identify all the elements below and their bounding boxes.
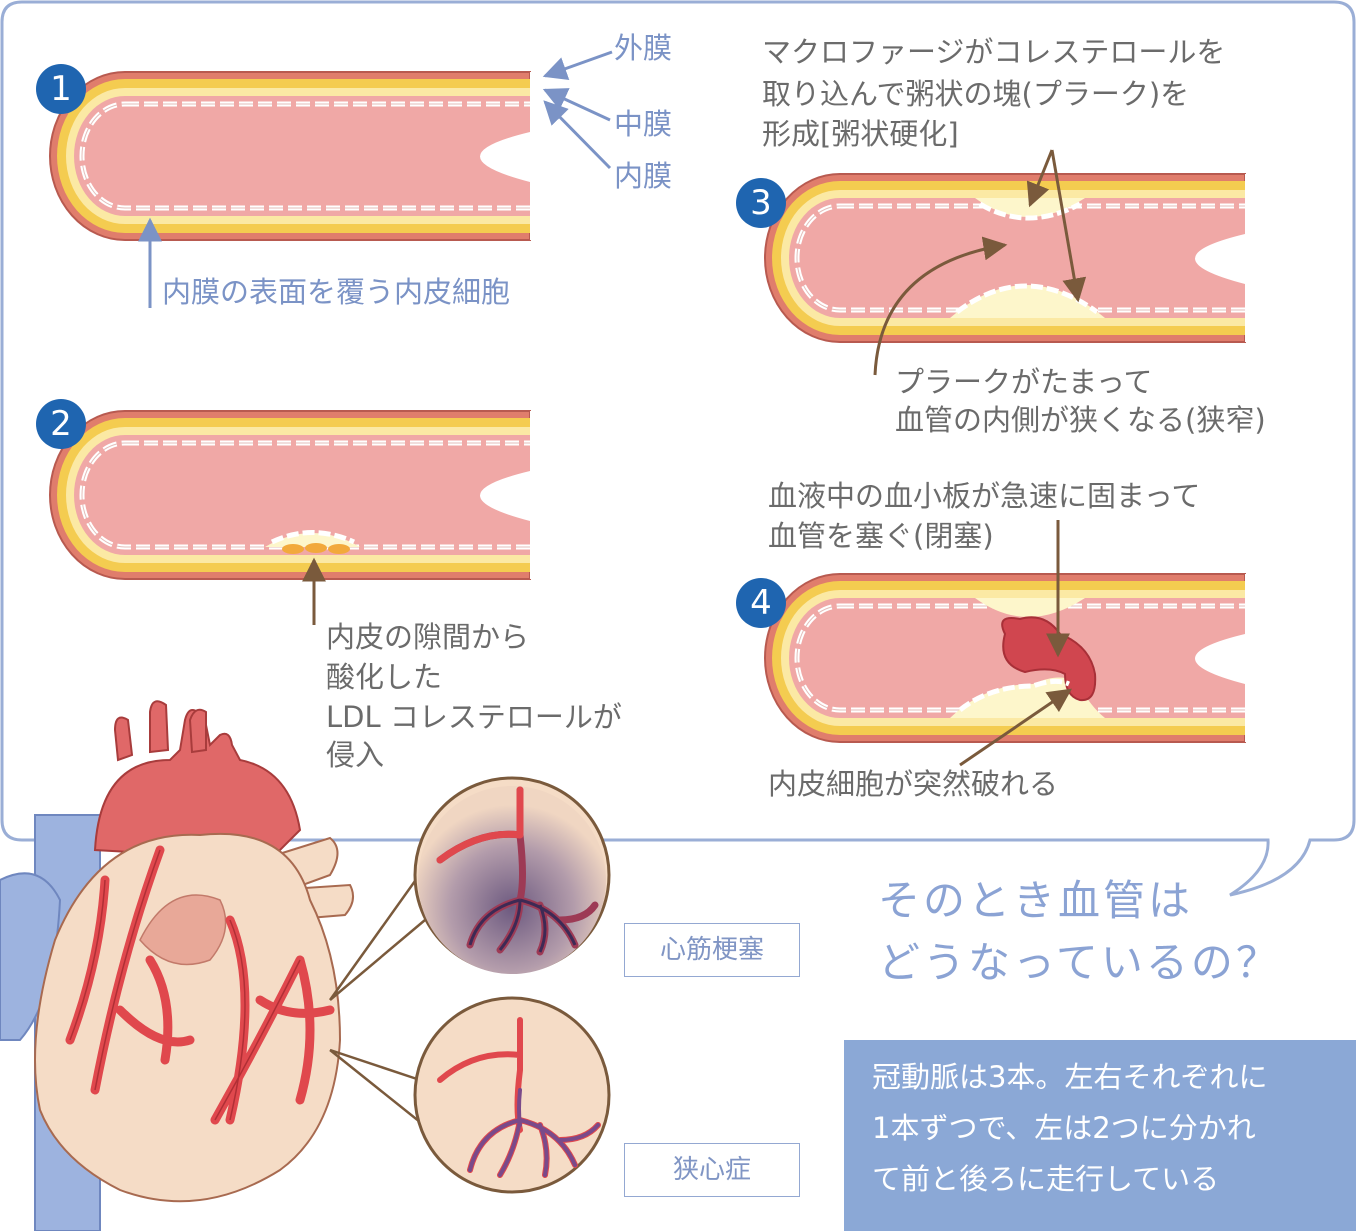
question-line-2: どうなっているの？ <box>878 938 1281 987</box>
zoom-circle-infarction <box>413 776 611 974</box>
step-2-caption-line-1: 内皮の隙間から <box>326 620 530 654</box>
step-2-caption-line-2: 酸化した <box>326 660 443 694</box>
heart-illustration <box>0 700 355 1231</box>
angina-label-box: 狭心症 <box>624 1143 800 1197</box>
step-3-badge: 3 <box>736 178 786 228</box>
info-line-3: て前と後ろに走行している <box>872 1162 1220 1196</box>
step-1-caption: 内膜の表面を覆う内皮細胞 <box>162 275 511 309</box>
step-1-badge: 1 <box>36 64 86 114</box>
inner-layer-label: 内膜 <box>614 159 673 193</box>
step-2-caption-line-4: 侵入 <box>326 738 385 772</box>
step-2-caption-line-3: LDL コレステロールが <box>326 700 622 734</box>
info-line-2: 1本ずつで、左は2つに分かれ <box>872 1111 1256 1145</box>
step-3-top-line-1: マクロファージがコレステロールを <box>762 35 1226 69</box>
coronary-info-box: 冠動脈は3本。左右それぞれに 1本ずつで、左は2つに分かれ て前と後ろに走行して… <box>844 1040 1356 1231</box>
step-2-badge: 2 <box>36 399 86 449</box>
vessel-step-4 <box>765 574 1285 742</box>
step-4-badge: 4 <box>736 578 786 628</box>
question-line-1: そのとき血管は <box>878 876 1194 925</box>
heart-body <box>34 832 342 1203</box>
vessel-step-3 <box>765 174 1285 342</box>
thrombus <box>1001 616 1097 702</box>
step-3-top-line-3: 形成[粥状硬化] <box>762 117 959 151</box>
info-line-1: 冠動脈は3本。左右それぞれに <box>872 1060 1268 1094</box>
outer-layer-label: 外膜 <box>614 31 673 65</box>
step-4-top-line-1: 血液中の血小板が急速に固まって <box>768 479 1201 513</box>
step-4-top-line-2: 血管を塞ぐ(閉塞) <box>768 519 994 553</box>
zoom-circle-angina <box>413 996 611 1194</box>
step-3-bottom-line-1: プラークがたまって <box>895 365 1153 399</box>
vessel-step-1 <box>50 72 570 240</box>
step-3-top-line-2: 取り込んで粥状の塊(プラーク)を <box>762 77 1190 111</box>
aorta <box>93 709 302 862</box>
vessel-step-2 <box>50 411 570 579</box>
middle-layer-label: 中膜 <box>614 107 673 141</box>
step-4-bottom-caption: 内皮細胞が突然破れる <box>768 767 1059 801</box>
step-3-bottom-line-2: 血管の内側が狭くなる(狭窄) <box>895 403 1266 437</box>
infarction-label-box: 心筋梗塞 <box>624 923 800 977</box>
